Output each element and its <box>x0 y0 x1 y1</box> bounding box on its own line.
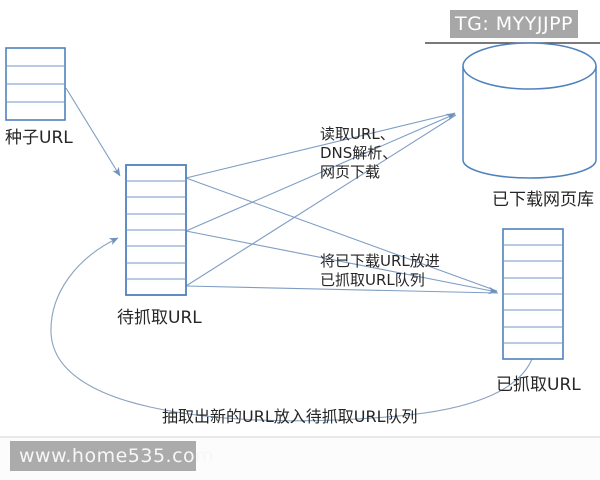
connector-pending-to-crawled <box>185 177 499 295</box>
tg-badge: TG: MYYJJPP <box>450 10 578 38</box>
seed-queue-shape <box>5 47 66 121</box>
pending-queue-shape <box>125 164 187 296</box>
annotation-fetch-line2: DNS解析、 <box>320 144 398 162</box>
annotation-extract: 抽取出新的URL放入待抓取URL队列 <box>162 407 418 426</box>
crawled-queue-shape <box>502 228 564 360</box>
connector-seed-to-pending <box>65 87 121 177</box>
connector-crawled-to-pending-curve <box>50 237 533 422</box>
annotation-fetch-line3: 网页下载 <box>320 163 381 181</box>
annotation-fetch: 读取URL、 DNS解析、 网页下载 <box>320 125 397 182</box>
annotation-fetch-line1: 读取URL、 <box>320 125 395 143</box>
downloaded-store-shape <box>462 42 597 179</box>
seed-queue-label: 种子URL <box>5 128 73 148</box>
annotation-store: 将已下载URL放进 已抓取URL队列 <box>320 252 440 290</box>
connector-pending-to-store <box>185 112 457 287</box>
pending-queue-label: 待抓取URL <box>117 308 202 328</box>
annotation-store-line1: 将已下载URL放进 <box>320 252 440 270</box>
watermark-banner: www.home535.com <box>10 441 214 471</box>
downloaded-store-label: 已下载网页库 <box>492 190 594 210</box>
crawled-queue-label: 已抓取URL <box>496 375 581 395</box>
annotation-store-line2: 已抓取URL队列 <box>320 271 425 289</box>
